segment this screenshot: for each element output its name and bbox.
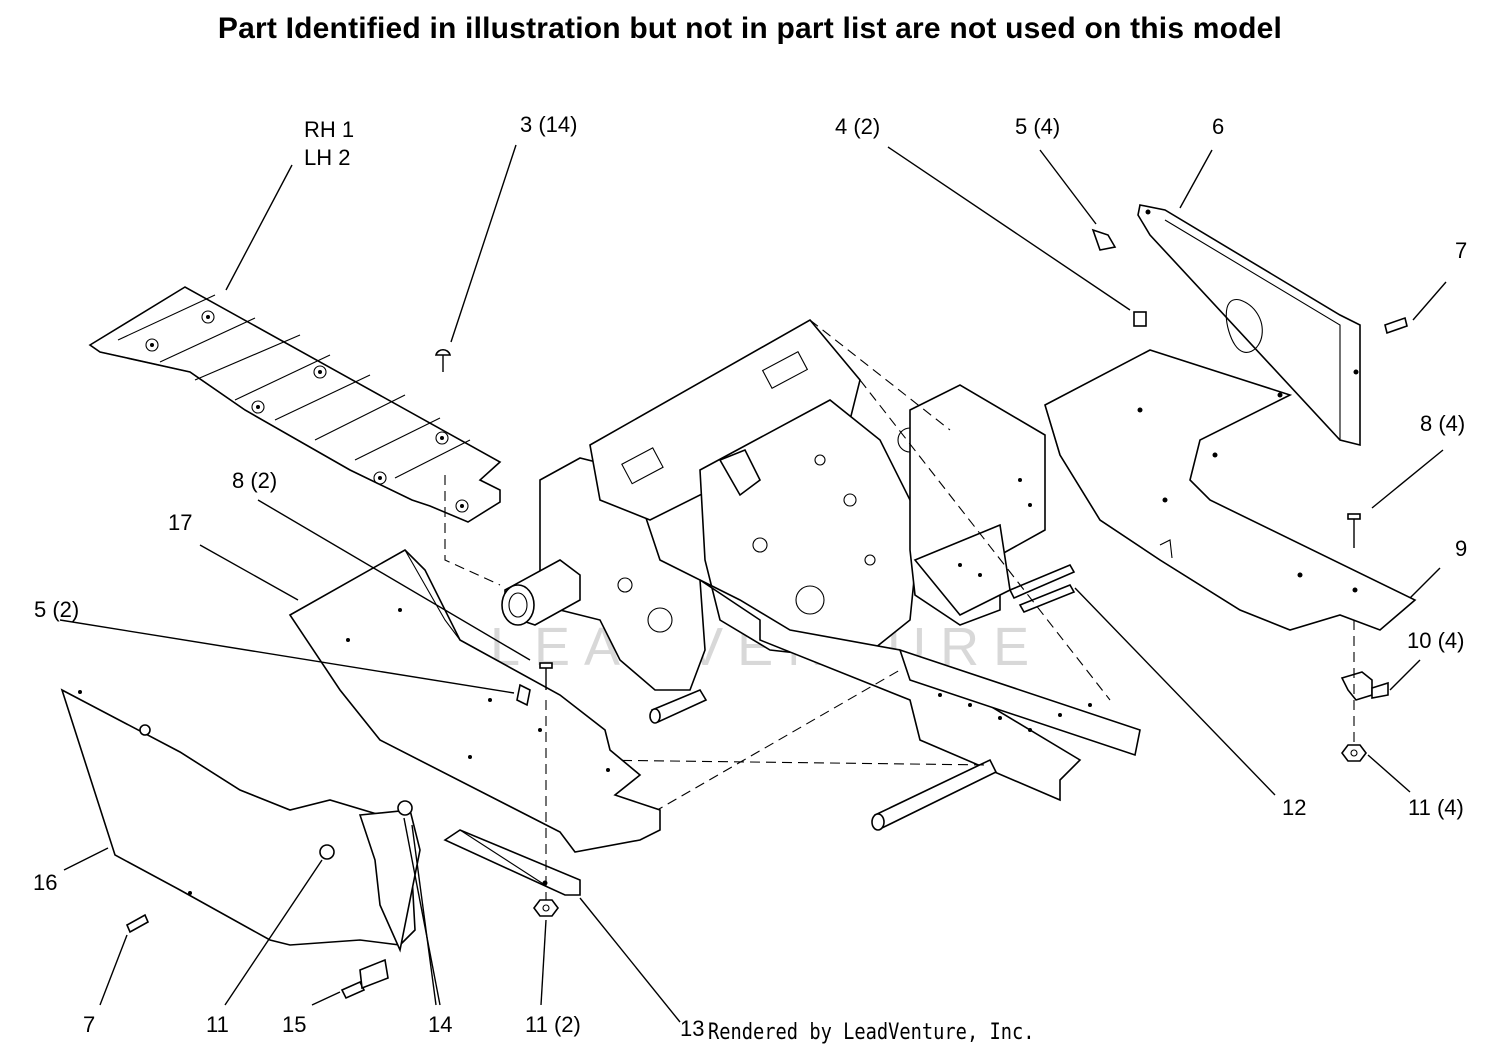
callout-7-right: 7 bbox=[1455, 238, 1467, 263]
callout-8-4: 8 (4) bbox=[1420, 411, 1465, 436]
fasteners bbox=[125, 228, 1408, 1000]
leader-lines bbox=[59, 144, 1447, 1023]
page-title: Part Identified in illustration but not … bbox=[217, 12, 1283, 45]
seat-support bbox=[1044, 349, 1417, 631]
callout-11-2: 11 (2) bbox=[525, 1012, 581, 1037]
rear-shield bbox=[1137, 204, 1361, 447]
callout-9: 9 bbox=[1455, 536, 1467, 561]
lower-left-panel bbox=[60, 688, 421, 953]
main-frame bbox=[444, 318, 1141, 831]
callout-12: 12 bbox=[1282, 795, 1306, 820]
callout-lh2: LH 2 bbox=[304, 145, 350, 170]
callout-4: 4 (2) bbox=[835, 114, 880, 139]
callout-13: 13 bbox=[680, 1016, 704, 1041]
callout-17: 17 bbox=[168, 510, 192, 535]
callout-11-4: 11 (4) bbox=[1408, 795, 1464, 820]
callout-5-2: 5 (2) bbox=[34, 597, 79, 622]
callout-14: 14 bbox=[428, 1012, 452, 1037]
callout-15: 15 bbox=[282, 1012, 306, 1037]
callout-labels: RH 1 LH 2 3 (14) 4 (2) 5 (4) 6 7 8 (4) 9… bbox=[33, 112, 1467, 1041]
left-shield bbox=[288, 549, 661, 853]
callout-6: 6 bbox=[1212, 114, 1224, 139]
callout-8-2: 8 (2) bbox=[232, 468, 277, 493]
render-credit: Rendered by LeadVenture, Inc. bbox=[708, 1020, 1035, 1045]
callout-7-left: 7 bbox=[83, 1012, 95, 1037]
running-board bbox=[88, 286, 502, 523]
callout-10: 10 (4) bbox=[1407, 628, 1464, 653]
callout-5-4: 5 (4) bbox=[1015, 114, 1060, 139]
lower-bracket bbox=[443, 829, 581, 896]
callout-11: 11 bbox=[206, 1012, 229, 1037]
callout-3: 3 (14) bbox=[520, 112, 577, 137]
callout-rh1: RH 1 bbox=[304, 117, 354, 142]
callout-16: 16 bbox=[33, 870, 57, 895]
